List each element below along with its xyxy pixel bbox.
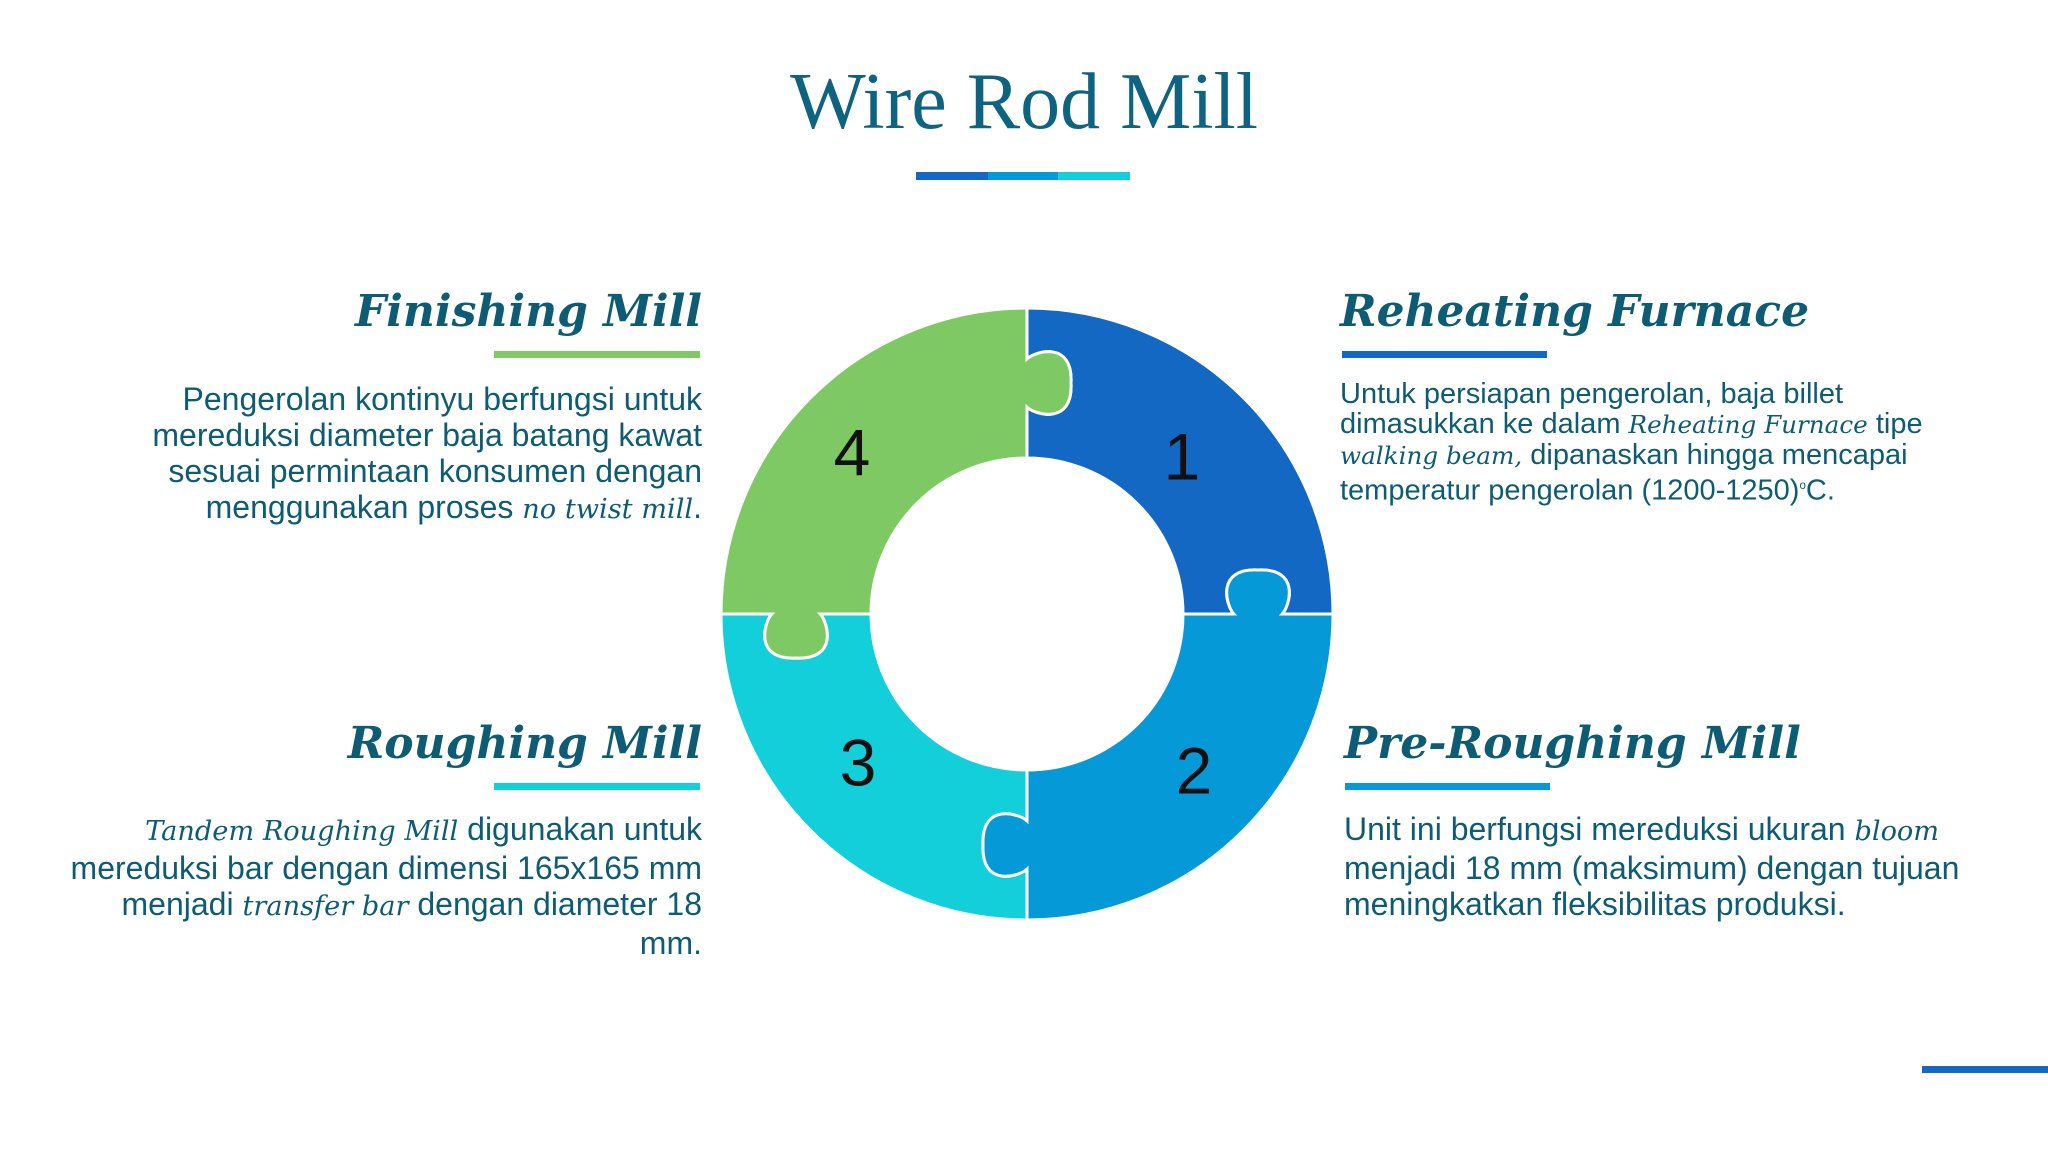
- piece-number-4: 4: [834, 415, 871, 489]
- piece-number-1: 1: [1164, 419, 1201, 493]
- description-run: Unit ini berfungsi mereduksi ukuran: [1344, 811, 1855, 847]
- heading-roughing-mill: Roughing Mill: [347, 718, 702, 769]
- piece-number-3: 3: [840, 725, 877, 799]
- underline-pre-roughing-mill: [1345, 783, 1550, 790]
- description-run: no twist mill: [522, 494, 694, 525]
- description-reheating-furnace: Untuk persiapan pengerolan, baja billet …: [1340, 379, 1980, 506]
- title-underline-1: [916, 172, 988, 180]
- underline-finishing-mill: [494, 351, 700, 358]
- description-finishing-mill: Pengerolan kontinyu berfungsi untuk mere…: [100, 381, 702, 528]
- description-run: digunakan untuk mereduksi bar dengan dim…: [70, 811, 702, 922]
- description-run: .: [693, 489, 702, 525]
- puzzle-piece-3: [719, 612, 1029, 922]
- corner-accent-bar: [1922, 1066, 2048, 1073]
- title-underline-3: [1058, 172, 1130, 180]
- description-run: bloom: [1854, 816, 1940, 847]
- description-run: Pengerolan kontinyu berfungsi untuk mere…: [152, 381, 702, 525]
- piece-number-2: 2: [1176, 733, 1213, 807]
- underline-roughing-mill: [494, 783, 700, 790]
- heading-reheating-furnace: Reheating Furnace: [1340, 286, 1810, 337]
- description-run: o: [1799, 479, 1806, 492]
- description-run: C.: [1805, 474, 1835, 507]
- description-run: dengan diameter 18 mm.: [408, 886, 702, 961]
- page-title: Wire Rod Mill: [790, 58, 1258, 146]
- description-pre-roughing-mill: Unit ini berfungsi mereduksi ukuran bloo…: [1344, 811, 1964, 922]
- puzzle-piece-4: [719, 306, 1073, 660]
- description-run: Untuk persiapan pengerolan, baja billet …: [1340, 378, 1844, 440]
- underline-reheating-furnace: [1342, 351, 1547, 358]
- puzzle-piece-2: [981, 568, 1335, 922]
- description-run: menjadi 18 mm (maksimum) dengan tujuan m…: [1344, 850, 1960, 922]
- description-run: walking beam,: [1340, 441, 1523, 470]
- title-underline-2: [988, 172, 1058, 180]
- description-run: Reheating Furnace: [1628, 410, 1868, 439]
- heading-finishing-mill: Finishing Mill: [354, 286, 702, 337]
- description-roughing-mill: Tandem Roughing Mill digunakan untuk mer…: [60, 811, 702, 961]
- heading-pre-roughing-mill: Pre-Roughing Mill: [1344, 718, 1801, 769]
- description-run: dipanaskan hingga mencapai temperatur pe…: [1340, 439, 1908, 507]
- description-run: transfer bar: [242, 891, 409, 922]
- description-run: tipe: [1867, 408, 1923, 440]
- description-run: Tandem Roughing Mill: [145, 816, 459, 847]
